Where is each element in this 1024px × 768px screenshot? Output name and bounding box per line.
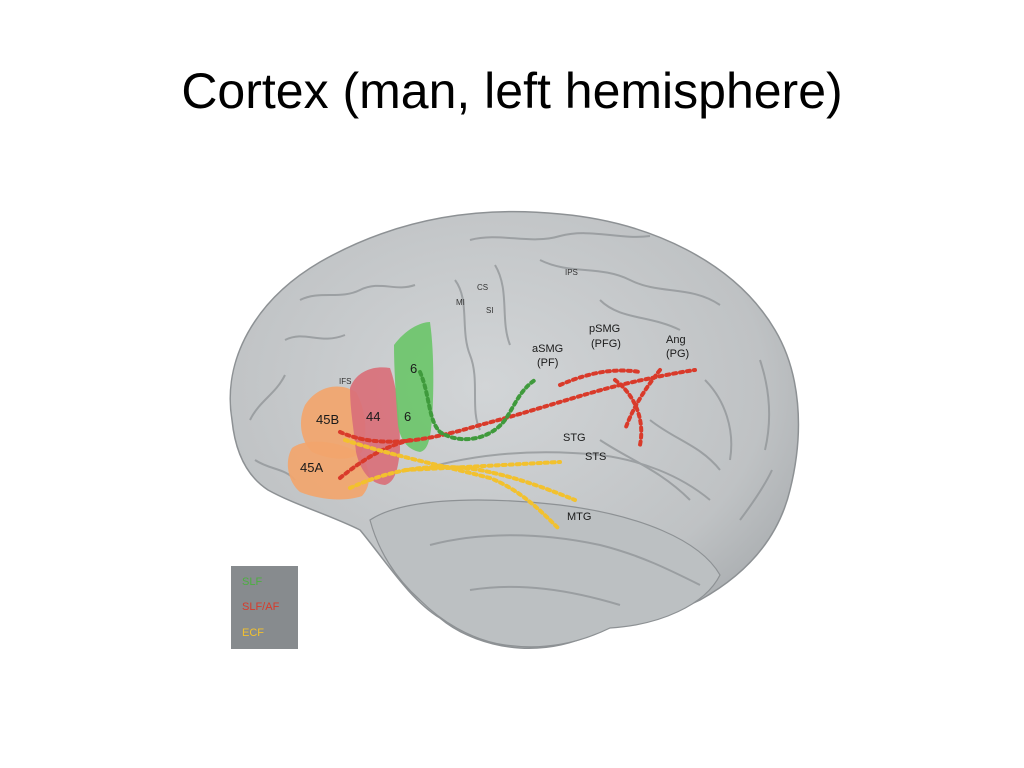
label-pg: (PG) (666, 348, 689, 360)
brain-hemisphere (229, 210, 800, 649)
temporal-lobe (369, 499, 721, 648)
region-labels: IFS CS MI SI IPS aSMG (PF) pSMG (PFG) An… (339, 268, 689, 523)
tract-ecf (348, 464, 577, 502)
label-stg: STG (563, 432, 586, 444)
area-6-top-label: 6 (410, 361, 417, 376)
label-mtg: MTG (567, 511, 591, 523)
gyri-lines (249, 232, 773, 606)
label-pfg: (PFG) (591, 338, 621, 350)
label-mi: MI (456, 298, 465, 307)
area-45b-label: 45B (316, 412, 339, 427)
tract-slf-af-upper (558, 368, 642, 387)
tract-slf (418, 370, 537, 442)
legend: SLF SLF/AF ECF (231, 566, 298, 649)
legend-item-slf-af: SLF/AF (242, 601, 280, 613)
label-cs: CS (477, 283, 488, 292)
area-labels: 45B 45A 44 6 6 (300, 361, 417, 475)
area-45a-region (287, 441, 370, 500)
area-44-label: 44 (366, 409, 380, 424)
label-psmg: pSMG (589, 323, 620, 335)
label-ips: IPS (565, 268, 578, 277)
tract-ecf-3 (403, 460, 562, 472)
slide-title: Cortex (man, left hemisphere) (181, 63, 843, 119)
label-sts: STS (585, 451, 606, 463)
label-asmg: aSMG (532, 343, 563, 355)
area-44-region (350, 367, 400, 485)
tract-ecf-2 (343, 438, 562, 532)
tract-slf-af-branch (613, 378, 644, 447)
legend-item-slf: SLF (242, 576, 262, 588)
area-45a-label: 45A (300, 460, 323, 475)
area-6-bottom-label: 6 (404, 409, 411, 424)
tract-slf-af-front (338, 438, 412, 480)
label-pf: (PF) (537, 357, 558, 369)
label-ifs: IFS (339, 377, 351, 386)
label-ang: Ang (666, 334, 686, 346)
legend-box (231, 566, 298, 649)
tract-slf-af-branch2 (623, 368, 662, 432)
legend-item-ecf: ECF (242, 627, 264, 639)
label-si: SI (486, 306, 494, 315)
area-6-region (394, 322, 434, 452)
tracts (338, 368, 697, 532)
